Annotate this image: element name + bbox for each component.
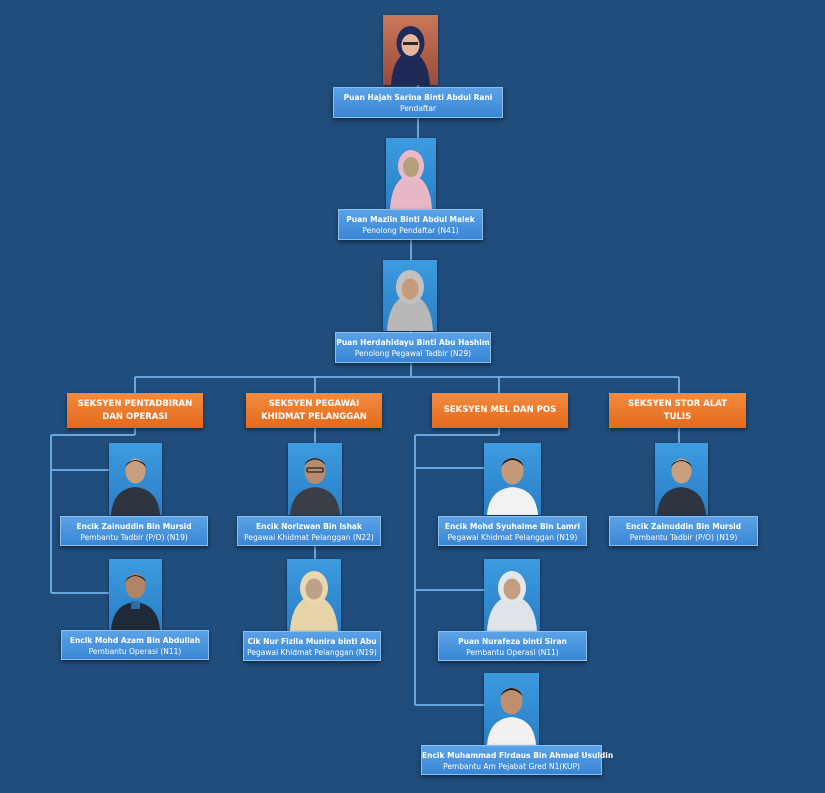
- person-card-pendaftar: Puan Hajah Sarina Binti Abdul Rani Penda…: [333, 87, 503, 118]
- person-card-norizwan: Encik Norizwan Bin Ishak Pegawai Khidmat…: [237, 516, 381, 546]
- person-name: Puan Herdahidayu Binti Abu Hashim: [336, 338, 490, 347]
- person-name: Encik Mohd Syuhaime Bin Lamri: [444, 522, 581, 531]
- portrait-icon: [487, 457, 538, 515]
- photo-zainuddin: [109, 443, 162, 515]
- person-title: Pegawai Khidmat Pelanggan (N19): [247, 648, 377, 657]
- photo-penolong-pegawai-tadbir: [383, 260, 437, 331]
- person-name: Puan Nurafeza binti Siran: [458, 637, 567, 646]
- person-card-penolong-pegawai-tadbir: Puan Herdahidayu Binti Abu Hashim Penolo…: [335, 332, 491, 363]
- photo-nurafeza: [484, 559, 540, 631]
- person-title: Pembantu Tadbir (P/O) (N19): [629, 533, 738, 542]
- person-name: Cik Nur Fizila Munira binti Abu: [247, 637, 377, 646]
- person-name: Encik Zainuddin Bin Mursid: [625, 522, 742, 531]
- person-card-zainuddin: Encik Zainuddin Bin Mursid Pembantu Tadb…: [60, 516, 208, 546]
- section-header-stor-alat-tulis: SEKSYEN STOR ALAT TULIS: [609, 393, 746, 428]
- person-name: Encik Muhammad Firdaus Bin Ahmad Usuldin: [422, 751, 614, 760]
- photo-nur-fizila: [287, 559, 341, 631]
- person-card-nurafeza: Puan Nurafeza binti Siran Pembantu Opera…: [438, 631, 587, 661]
- person-name: Encik Zainuddin Bin Mursid: [76, 522, 192, 531]
- person-title: Penolong Pegawai Tadbir (N29): [354, 349, 472, 358]
- person-title: Pembantu Operasi (N11): [88, 647, 182, 656]
- photo-muhammad-firdaus: [484, 673, 539, 745]
- person-name: Encik Norizwan Bin Ishak: [256, 522, 362, 531]
- person-card-nur-fizila: Cik Nur Fizila Munira binti Abu Pegawai …: [243, 631, 381, 661]
- portrait-icon: [391, 26, 430, 85]
- portrait-icon: [290, 571, 338, 631]
- section-header-mel-dan-pos: SEKSYEN MEL DAN POS: [432, 393, 568, 428]
- person-name: Encik Mohd Azam Bin Abdullah: [69, 636, 201, 645]
- portrait-icon: [290, 458, 340, 515]
- photo-mohd-azam: [109, 559, 162, 630]
- person-card-muhammad-firdaus: Encik Muhammad Firdaus Bin Ahmad Usuldin…: [421, 745, 614, 775]
- person-title: Pendaftar: [399, 104, 437, 113]
- person-title: Pembantu Am Pejabat Gred N1(KUP): [443, 762, 580, 771]
- portrait-icon: [487, 687, 536, 745]
- section-header-khidmat-pelanggan: SEKSYEN PEGAWAI KHIDMAT PELANGGAN: [246, 393, 382, 428]
- person-card-zainuddin-stor: Encik Zainuddin Bin Mursid Pembantu Tadb…: [609, 516, 758, 546]
- photo-zainuddin-stor: [655, 443, 708, 515]
- section-header-pentadbiran: SEKSYEN PENTADBIRAN DAN OPERASI: [67, 393, 203, 428]
- person-title: Pegawai Khidmat Pelanggan (N19): [447, 533, 578, 542]
- person-name: Puan Mazlin Binti Abdul Malek: [346, 215, 475, 224]
- person-card-mohd-azam: Encik Mohd Azam Bin Abdullah Pembantu Op…: [61, 630, 209, 660]
- photo-mohd-syuhaime: [484, 443, 541, 515]
- portrait-icon: [111, 458, 160, 515]
- portrait-icon: [487, 571, 537, 631]
- person-name: Puan Hajah Sarina Binti Abdul Rani: [343, 93, 493, 102]
- portrait-icon: [387, 270, 433, 331]
- photo-norizwan: [288, 443, 342, 515]
- photo-pendaftar: [383, 15, 438, 85]
- portrait-icon: [111, 573, 160, 630]
- person-title: Pembantu Tadbir (P/O) (N19): [80, 533, 188, 542]
- person-title: Penolong Pendaftar (N41): [362, 226, 459, 235]
- portrait-icon: [657, 458, 706, 515]
- person-title: Pembantu Operasi (N11): [466, 648, 559, 657]
- person-card-mohd-syuhaime: Encik Mohd Syuhaime Bin Lamri Pegawai Kh…: [438, 516, 587, 546]
- photo-penolong-pendaftar: [386, 138, 436, 209]
- person-title: Pegawai Khidmat Pelanggan (N22): [244, 533, 374, 542]
- portrait-icon: [390, 150, 432, 209]
- person-card-penolong-pendaftar: Puan Mazlin Binti Abdul Malek Penolong P…: [338, 209, 483, 240]
